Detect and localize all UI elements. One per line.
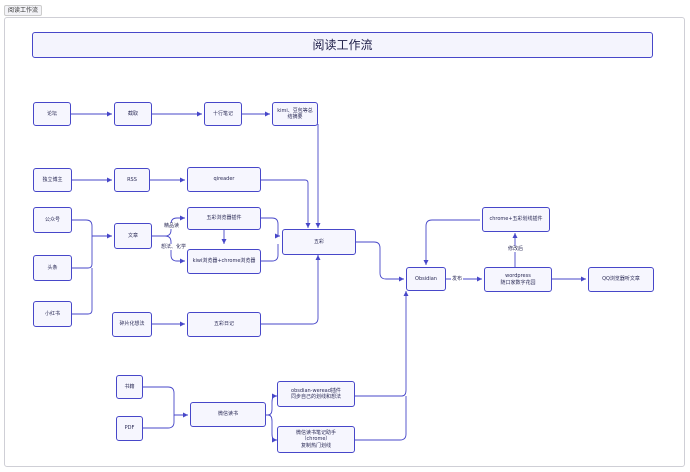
edge-wxread-obs	[266, 393, 277, 416]
edge-books-wxread	[143, 386, 188, 418]
node-wucai-diary[interactable]: 五彩日记	[187, 312, 261, 337]
node-wordpress[interactable]: wordpress 随口家数字花园	[484, 267, 552, 292]
edge-label-publish: 发布	[451, 276, 464, 282]
node-fragment-idea[interactable]: 碎片化想法	[112, 312, 152, 337]
edge-pdf-wxread	[143, 415, 175, 429]
node-gzh[interactable]: 公众号	[33, 207, 72, 233]
edge-diary-wucai	[261, 255, 321, 325]
frame-label[interactable]: 阅读工作流	[4, 5, 43, 16]
node-books[interactable]: 书籍	[116, 375, 143, 399]
node-kiwi[interactable]: kiwi浏览器+chrome浏览器	[187, 249, 261, 274]
edge-chrome-obsidian	[423, 219, 480, 265]
edge-kiwi-wucai	[261, 244, 279, 262]
node-cube-plugin[interactable]: 五彩浏览器插件	[187, 207, 261, 230]
node-qq[interactable]: QQ浏览器听文章	[588, 267, 654, 292]
edge-label-revise: 修改后	[507, 246, 525, 252]
node-forum[interactable]: 论坛	[33, 102, 71, 126]
node-rss[interactable]: RSS	[114, 168, 150, 192]
node-notes10[interactable]: 十行笔记	[204, 102, 242, 126]
node-indie-blog[interactable]: 独立博主	[33, 168, 72, 192]
edge-toutiao-article	[72, 236, 93, 269]
node-kimi[interactable]: kimi、豆包等总 结摘要	[272, 102, 318, 126]
edge-note-obsidian	[355, 396, 407, 441]
node-xhs[interactable]: 小红书	[33, 301, 72, 327]
edge-label-shortcut: 精品读	[163, 223, 181, 229]
node-pdf[interactable]: PDF	[116, 416, 143, 441]
edge-label-thoughts: 想法、化学	[160, 244, 188, 250]
node-screenshot[interactable]: 截取	[114, 102, 152, 126]
diagram-title[interactable]: 阅读工作流	[32, 32, 653, 58]
edge-plugin-wucai	[261, 217, 280, 239]
node-wx-note[interactable]: 微信读书笔记助手 （chrome） 复制热门划线	[277, 426, 355, 453]
frame-border	[4, 17, 685, 467]
edge-gzh-article	[72, 219, 112, 239]
node-qireader[interactable]: qireader	[187, 167, 261, 192]
node-wucai[interactable]: 五彩	[282, 229, 356, 255]
node-article[interactable]: 文章	[114, 223, 152, 249]
node-wx-read[interactable]: 微信读书	[190, 402, 266, 427]
edge-wxread-note	[266, 414, 277, 443]
edge-qireader-wucai	[261, 179, 311, 228]
node-toutiao[interactable]: 头条	[33, 255, 72, 281]
edge-xhs-article	[72, 268, 93, 315]
edge-obs-obsidian	[355, 291, 409, 397]
node-chrome-wucai[interactable]: chrome+五彩划线插件	[482, 207, 550, 232]
node-obs-weread[interactable]: obsdian-weread插件 同步自己的划线和想法	[277, 381, 355, 407]
node-obsidian[interactable]: Obsidian	[406, 267, 446, 291]
edge-wucai-obsidian	[356, 241, 404, 282]
